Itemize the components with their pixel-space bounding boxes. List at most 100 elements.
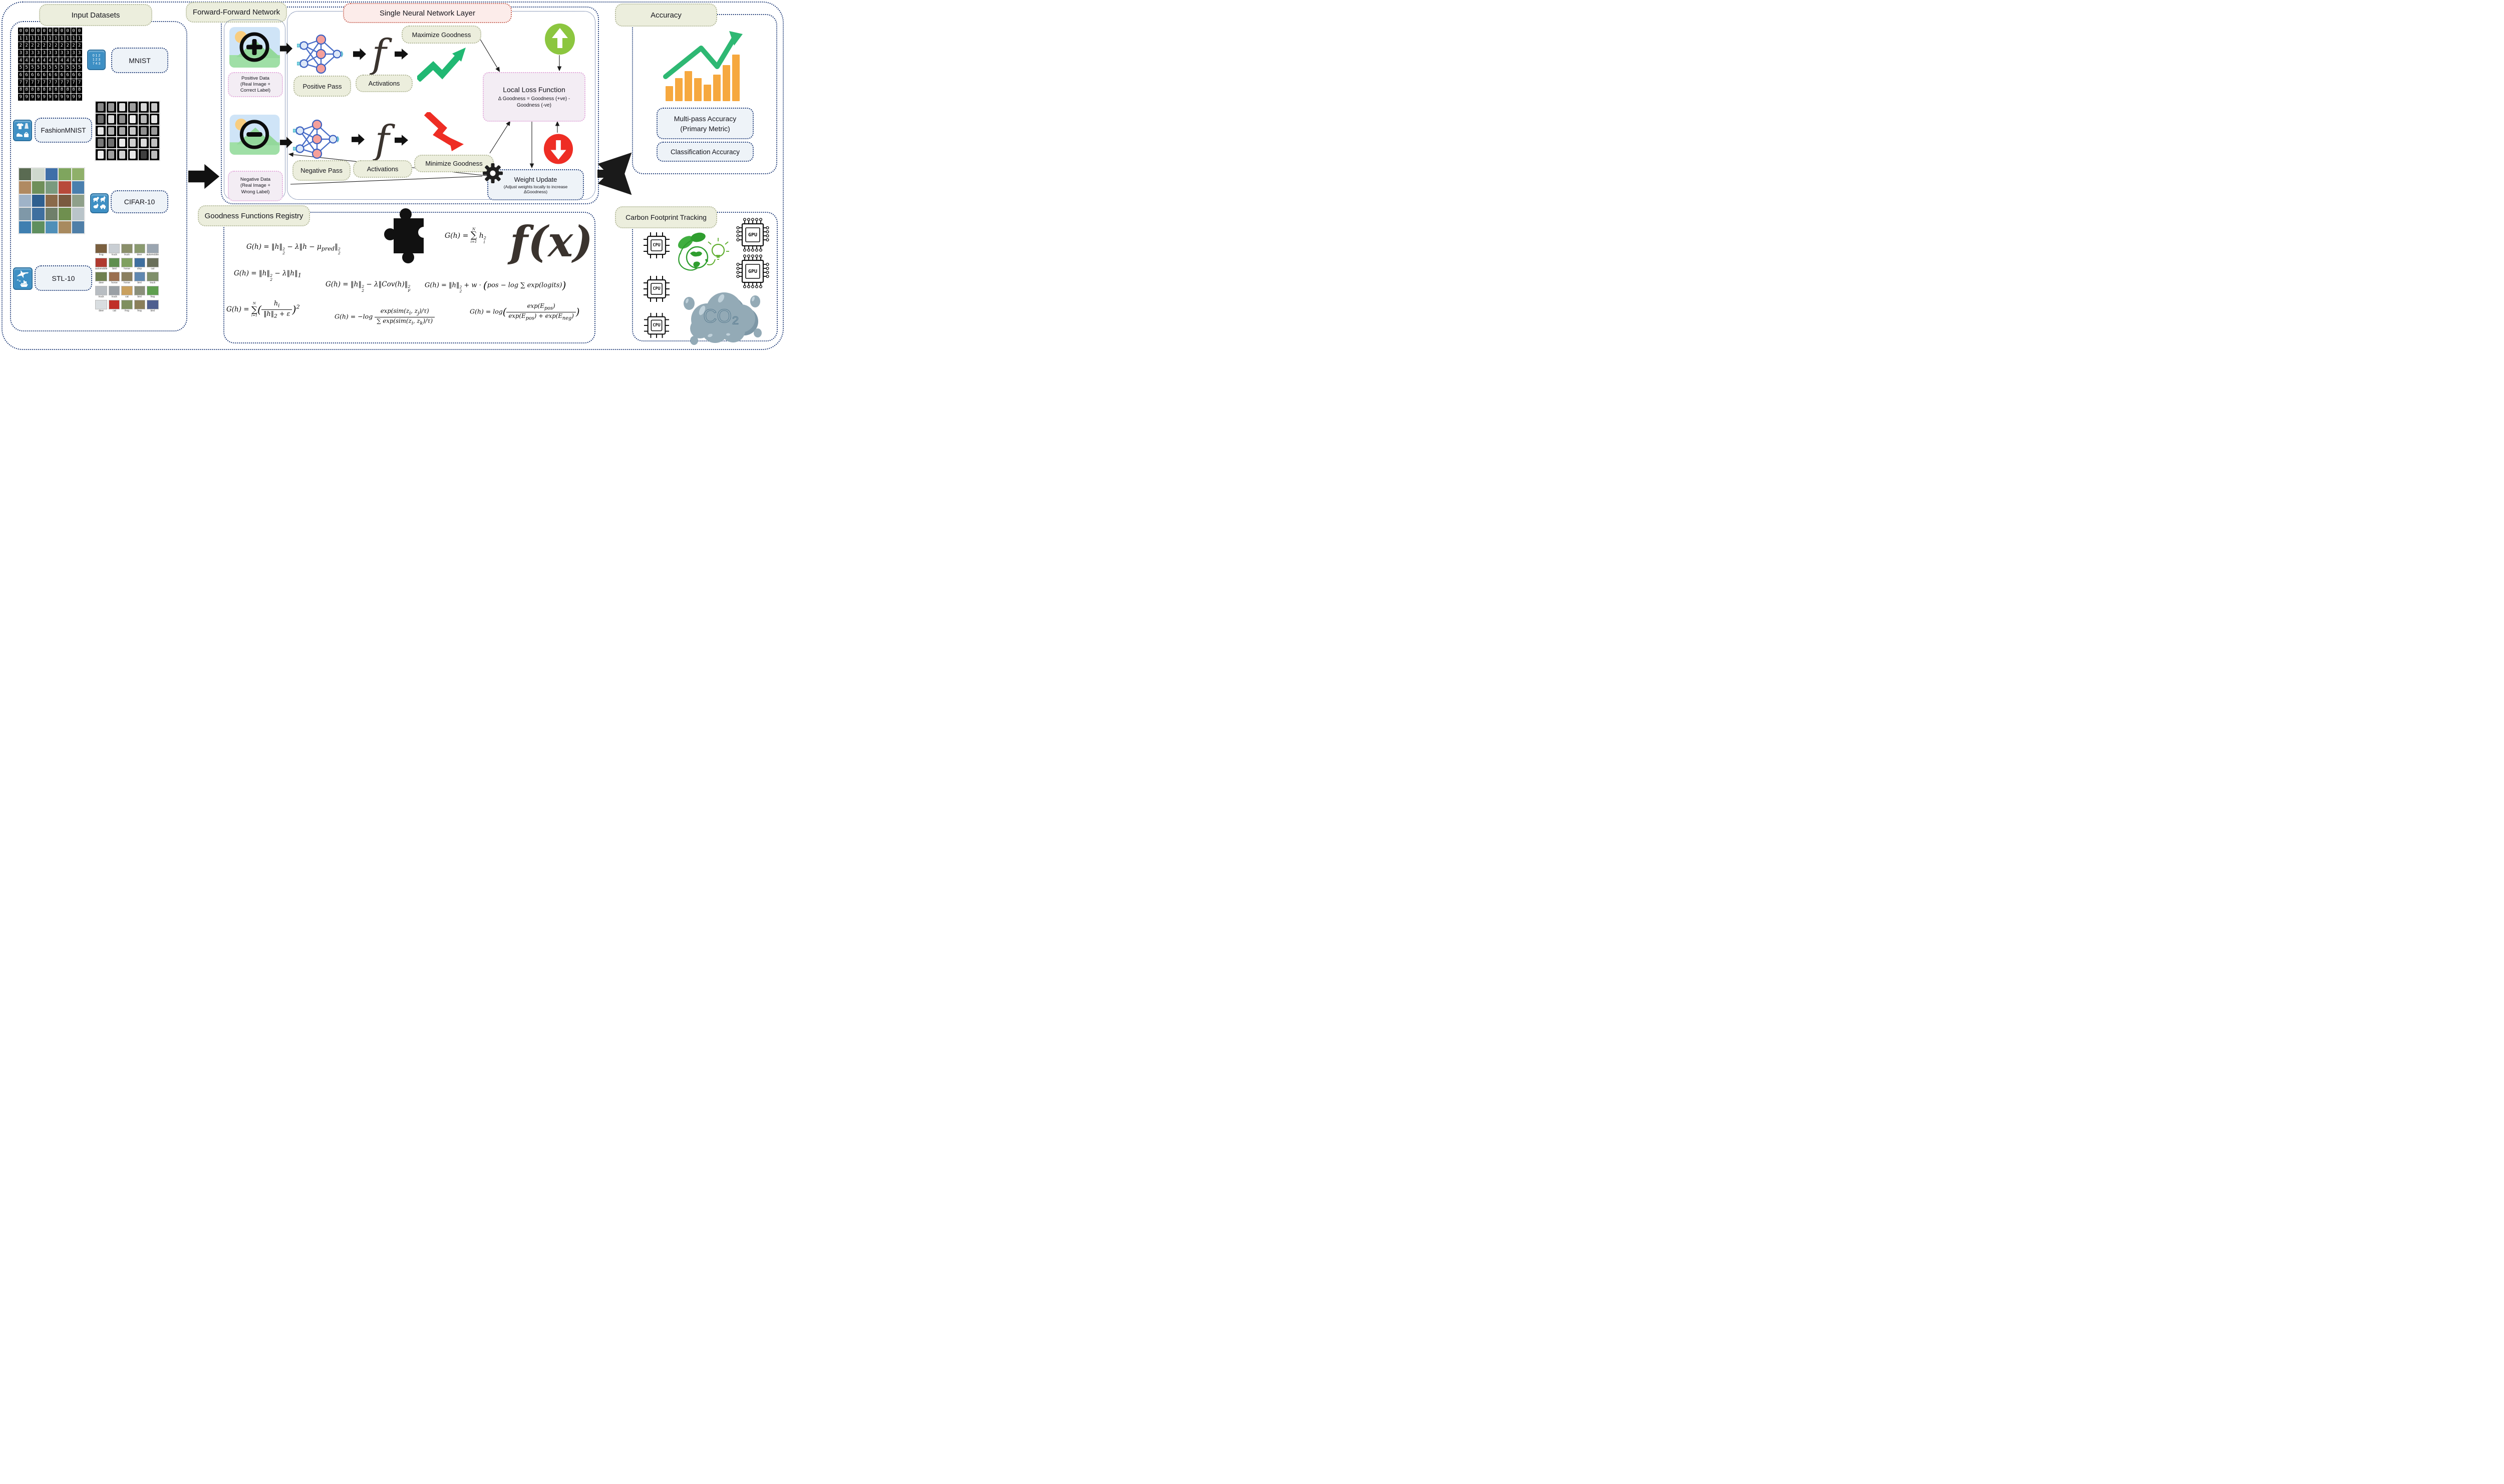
negative-pass-box: Negative Pass [292,160,351,181]
cpu-chip-icon [644,312,670,338]
activations-label: Activations [367,165,399,173]
classification-accuracy-box: Classification Accuracy [657,142,754,162]
gpu-chip-label: GPU [748,232,758,238]
activations-pos-box: Activations [356,75,413,92]
gpu-chip-label: GPU [748,268,758,274]
f-glyph: f [375,118,390,163]
goodness-up-arrow [417,48,466,82]
cpu-chip-icon [644,232,670,258]
gpu-chip-1: GPU [736,217,770,252]
positive-activation-f: f [366,32,392,77]
positive-data-box: Positive Data (Real Image + Correct Labe… [228,72,283,97]
gpu-chip-2: GPU [736,254,770,289]
negative-activation-f: f [369,118,395,163]
cifar-label-box: CIFAR-10 [111,190,168,213]
fork-arrow [597,152,632,195]
activations-neg-box: Activations [353,160,412,178]
carbon-title: Carbon Footprint Tracking [615,206,717,228]
input-to-ff-arrow [188,164,219,189]
goodness-formula-energy: G(h) = log(exp(Epos)exp(Epos) + exp(Eneg… [470,302,580,321]
mnist-icon-row2: 1 2 3 [92,58,101,62]
fashion-label-box: FashionMNIST [35,118,92,143]
puzzle-icon [384,208,429,263]
minimize-goodness-box: Minimize Goodness [414,155,494,172]
gpu-chip-icon [736,218,769,252]
cpu-chip-label: CPU [653,323,661,328]
weight-update-line1: (Adjust weights locally to increase [503,184,568,189]
accuracy-title-label: Accuracy [651,11,682,20]
ff-network-title: Forward-Forward Network [186,2,287,23]
accuracy-bar-chart [666,54,740,101]
goodness-down-arrow [424,112,464,151]
mnist-icon-row3: 7 4 3 [92,62,101,66]
neg-image-to-net-arrow [280,137,292,148]
positive-data-line3: Correct Label) [240,88,271,93]
mnist-label: MNIST [129,56,151,65]
snnl-title-label: Single Neural Network Layer [380,9,475,18]
negative-data-box: Negative Data (Real Image + Wrong Label) [228,171,283,201]
cifar-label: CIFAR-10 [124,198,155,206]
local-loss-box: Local Loss Function Δ Goodness = Goodnes… [483,72,585,122]
goodness-registry-title: Goodness Functions Registry [198,205,310,226]
maximize-goodness-box: Maximize Goodness [402,26,481,44]
clothes-icon [17,123,29,137]
negative-pass-label: Negative Pass [300,167,343,174]
positive-pass-box: Positive Pass [293,76,351,97]
negative-image-icon [229,115,280,155]
classification-accuracy-label: Classification Accuracy [670,148,740,156]
fashion-sample-grid [95,101,160,161]
ff-network-title-label: Forward-Forward Network [192,8,280,17]
negative-data-line1: Negative Data [240,176,271,182]
goodness-registry-title-label: Goodness Functions Registry [204,211,303,220]
cpu-chip-3: CPU [643,312,670,338]
local-loss-line1: Δ Goodness = Goodness (+ve) - [498,96,570,102]
weight-update-title: Weight Update [514,175,557,183]
stl-icon [13,267,33,290]
plane-bird-ship-icon [17,270,29,287]
goodness-formula-norm: G(h) = N∑i=1(hi‖h‖2 + ε)2 [226,299,300,319]
animals-car-icon [93,196,106,209]
positive-data-line2: (Real Image + [240,82,270,87]
eco-earth-icon [678,232,729,271]
stl-label: STL-10 [52,274,75,282]
increase-circle-icon [545,24,575,55]
gpu-chip-icon [736,254,769,288]
cpu-chip-2: CPU [643,275,670,302]
weight-update-box: Weight Update (Adjust weights locally to… [487,169,584,200]
positive-pass-label: Positive Pass [302,82,342,90]
negative-data-line2: (Real Image + [240,183,270,189]
fx-symbol: f(x) [510,212,593,270]
multi-pass-line2: (Primary Metric) [680,124,730,133]
stl-label-box: STL-10 [35,265,92,291]
accuracy-title: Accuracy [615,4,717,27]
positive-network-icon [297,35,343,74]
activations-label: Activations [368,80,400,87]
co2-cloud-icon: CO₂ [684,292,762,345]
neg-net-to-f-arrow [352,134,365,145]
weight-update-line2: ΔGoodness) [523,189,548,194]
decrease-circle-icon [543,134,573,164]
pos-net-to-f-arrow [353,48,366,60]
outer-border [2,2,784,350]
multi-pass-line1: Multi-pass Accuracy [674,114,737,123]
carbon-title-label: Carbon Footprint Tracking [625,213,707,221]
negative-data-line3: Wrong Label) [241,189,270,195]
co2-text: CO₂ [703,306,739,327]
pos-image-to-net-arrow [280,43,292,55]
fashion-icon [13,120,32,141]
mnist-label-box: MNIST [111,48,168,73]
input-datasets-title-label: Input Datasets [71,11,120,20]
positive-data-line1: Positive Data [241,76,269,81]
cpu-chip-icon [644,276,670,302]
negative-network-icon [293,120,339,159]
f-glyph: f [372,32,387,77]
fashion-label: FashionMNIST [41,126,86,134]
goodness-formula-contrastive: G(h) = −log exp(sim(zi, zj)/τ)∑ exp(sim(… [335,307,435,326]
